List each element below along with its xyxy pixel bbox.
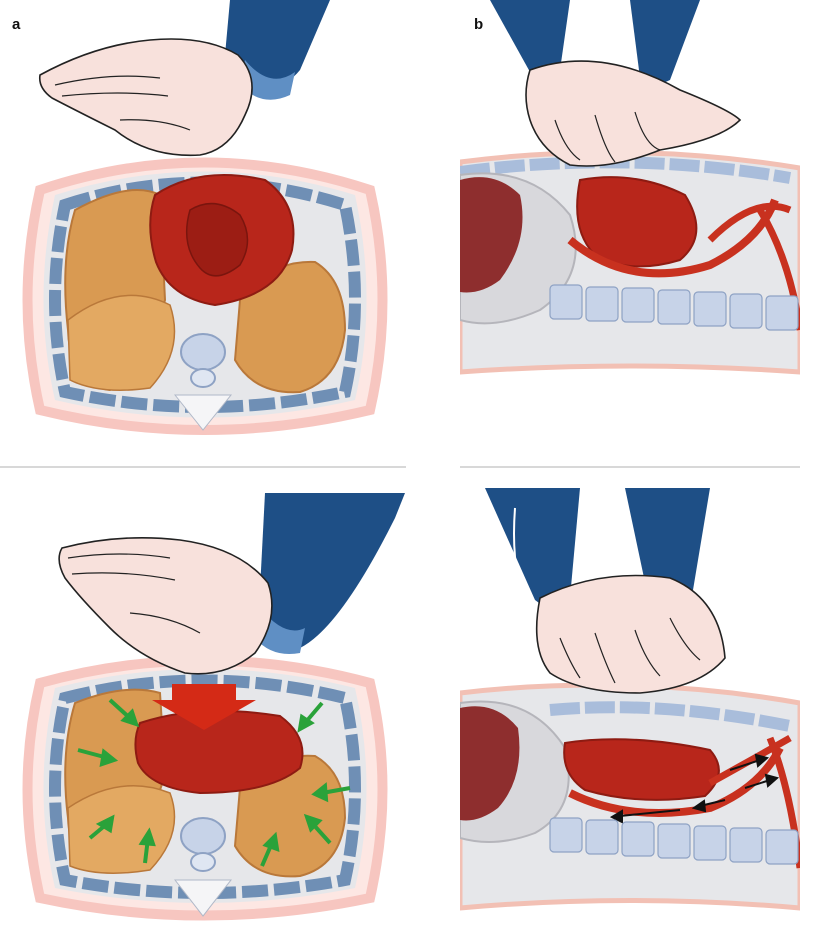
panel-label-b: b xyxy=(474,16,484,33)
spine-vertebrae xyxy=(549,817,799,865)
chest-cross-section-compressed xyxy=(22,493,405,921)
vertebral-body xyxy=(180,817,226,855)
stacked-hands xyxy=(535,574,726,694)
panel-a-bottom xyxy=(0,488,406,948)
knuckle-lines xyxy=(554,111,661,163)
heart xyxy=(576,176,698,268)
spinal-canal xyxy=(190,368,216,388)
horizontal-separator-right xyxy=(460,466,800,468)
horizontal-separator-left xyxy=(0,466,406,468)
stacked-hands xyxy=(38,38,253,157)
left-lung-lower xyxy=(67,784,176,874)
sleeve-left xyxy=(485,488,580,607)
stacked-hands xyxy=(525,60,742,167)
stacked-hands xyxy=(58,537,273,675)
spinous-process xyxy=(173,394,233,431)
spinal-canal xyxy=(190,852,216,872)
chest-sagittal-compressed xyxy=(460,488,800,911)
chest-cross-section-relaxed xyxy=(22,0,388,435)
sleeve-right xyxy=(630,0,700,85)
spinous-process xyxy=(173,879,233,917)
left-lung-lower xyxy=(67,294,176,391)
panel-b-top: b xyxy=(460,0,800,463)
compression-arrow xyxy=(152,684,256,730)
heart-compressed xyxy=(134,709,304,795)
sleeve xyxy=(225,0,330,86)
heart-compressed xyxy=(563,738,720,801)
sleeve-highlight xyxy=(240,60,295,100)
finger-lines xyxy=(54,75,191,131)
carotid xyxy=(708,734,792,787)
panel-a-top: a xyxy=(0,0,406,463)
vertebral-body xyxy=(180,333,226,371)
aorta xyxy=(567,198,779,278)
sleeve-fold xyxy=(513,507,519,579)
chest-sagittal-relaxed xyxy=(460,0,800,375)
liver xyxy=(460,706,520,821)
liver xyxy=(460,177,523,293)
spine-vertebrae xyxy=(549,284,799,331)
blood-flow-arrows xyxy=(609,753,780,824)
finger-lines xyxy=(67,553,201,634)
panel-b-bottom xyxy=(460,488,800,948)
carotid xyxy=(707,202,792,243)
panel-label-a: a xyxy=(12,16,21,33)
lung-arrows xyxy=(77,698,351,867)
sternum xyxy=(460,156,792,184)
right-lung xyxy=(233,260,347,394)
heart-chamber xyxy=(185,202,249,277)
sternum xyxy=(549,701,792,732)
sleeve-left xyxy=(490,0,570,76)
sleeve xyxy=(258,493,405,649)
rib-cage xyxy=(49,674,361,899)
knuckle-lines xyxy=(559,617,701,684)
